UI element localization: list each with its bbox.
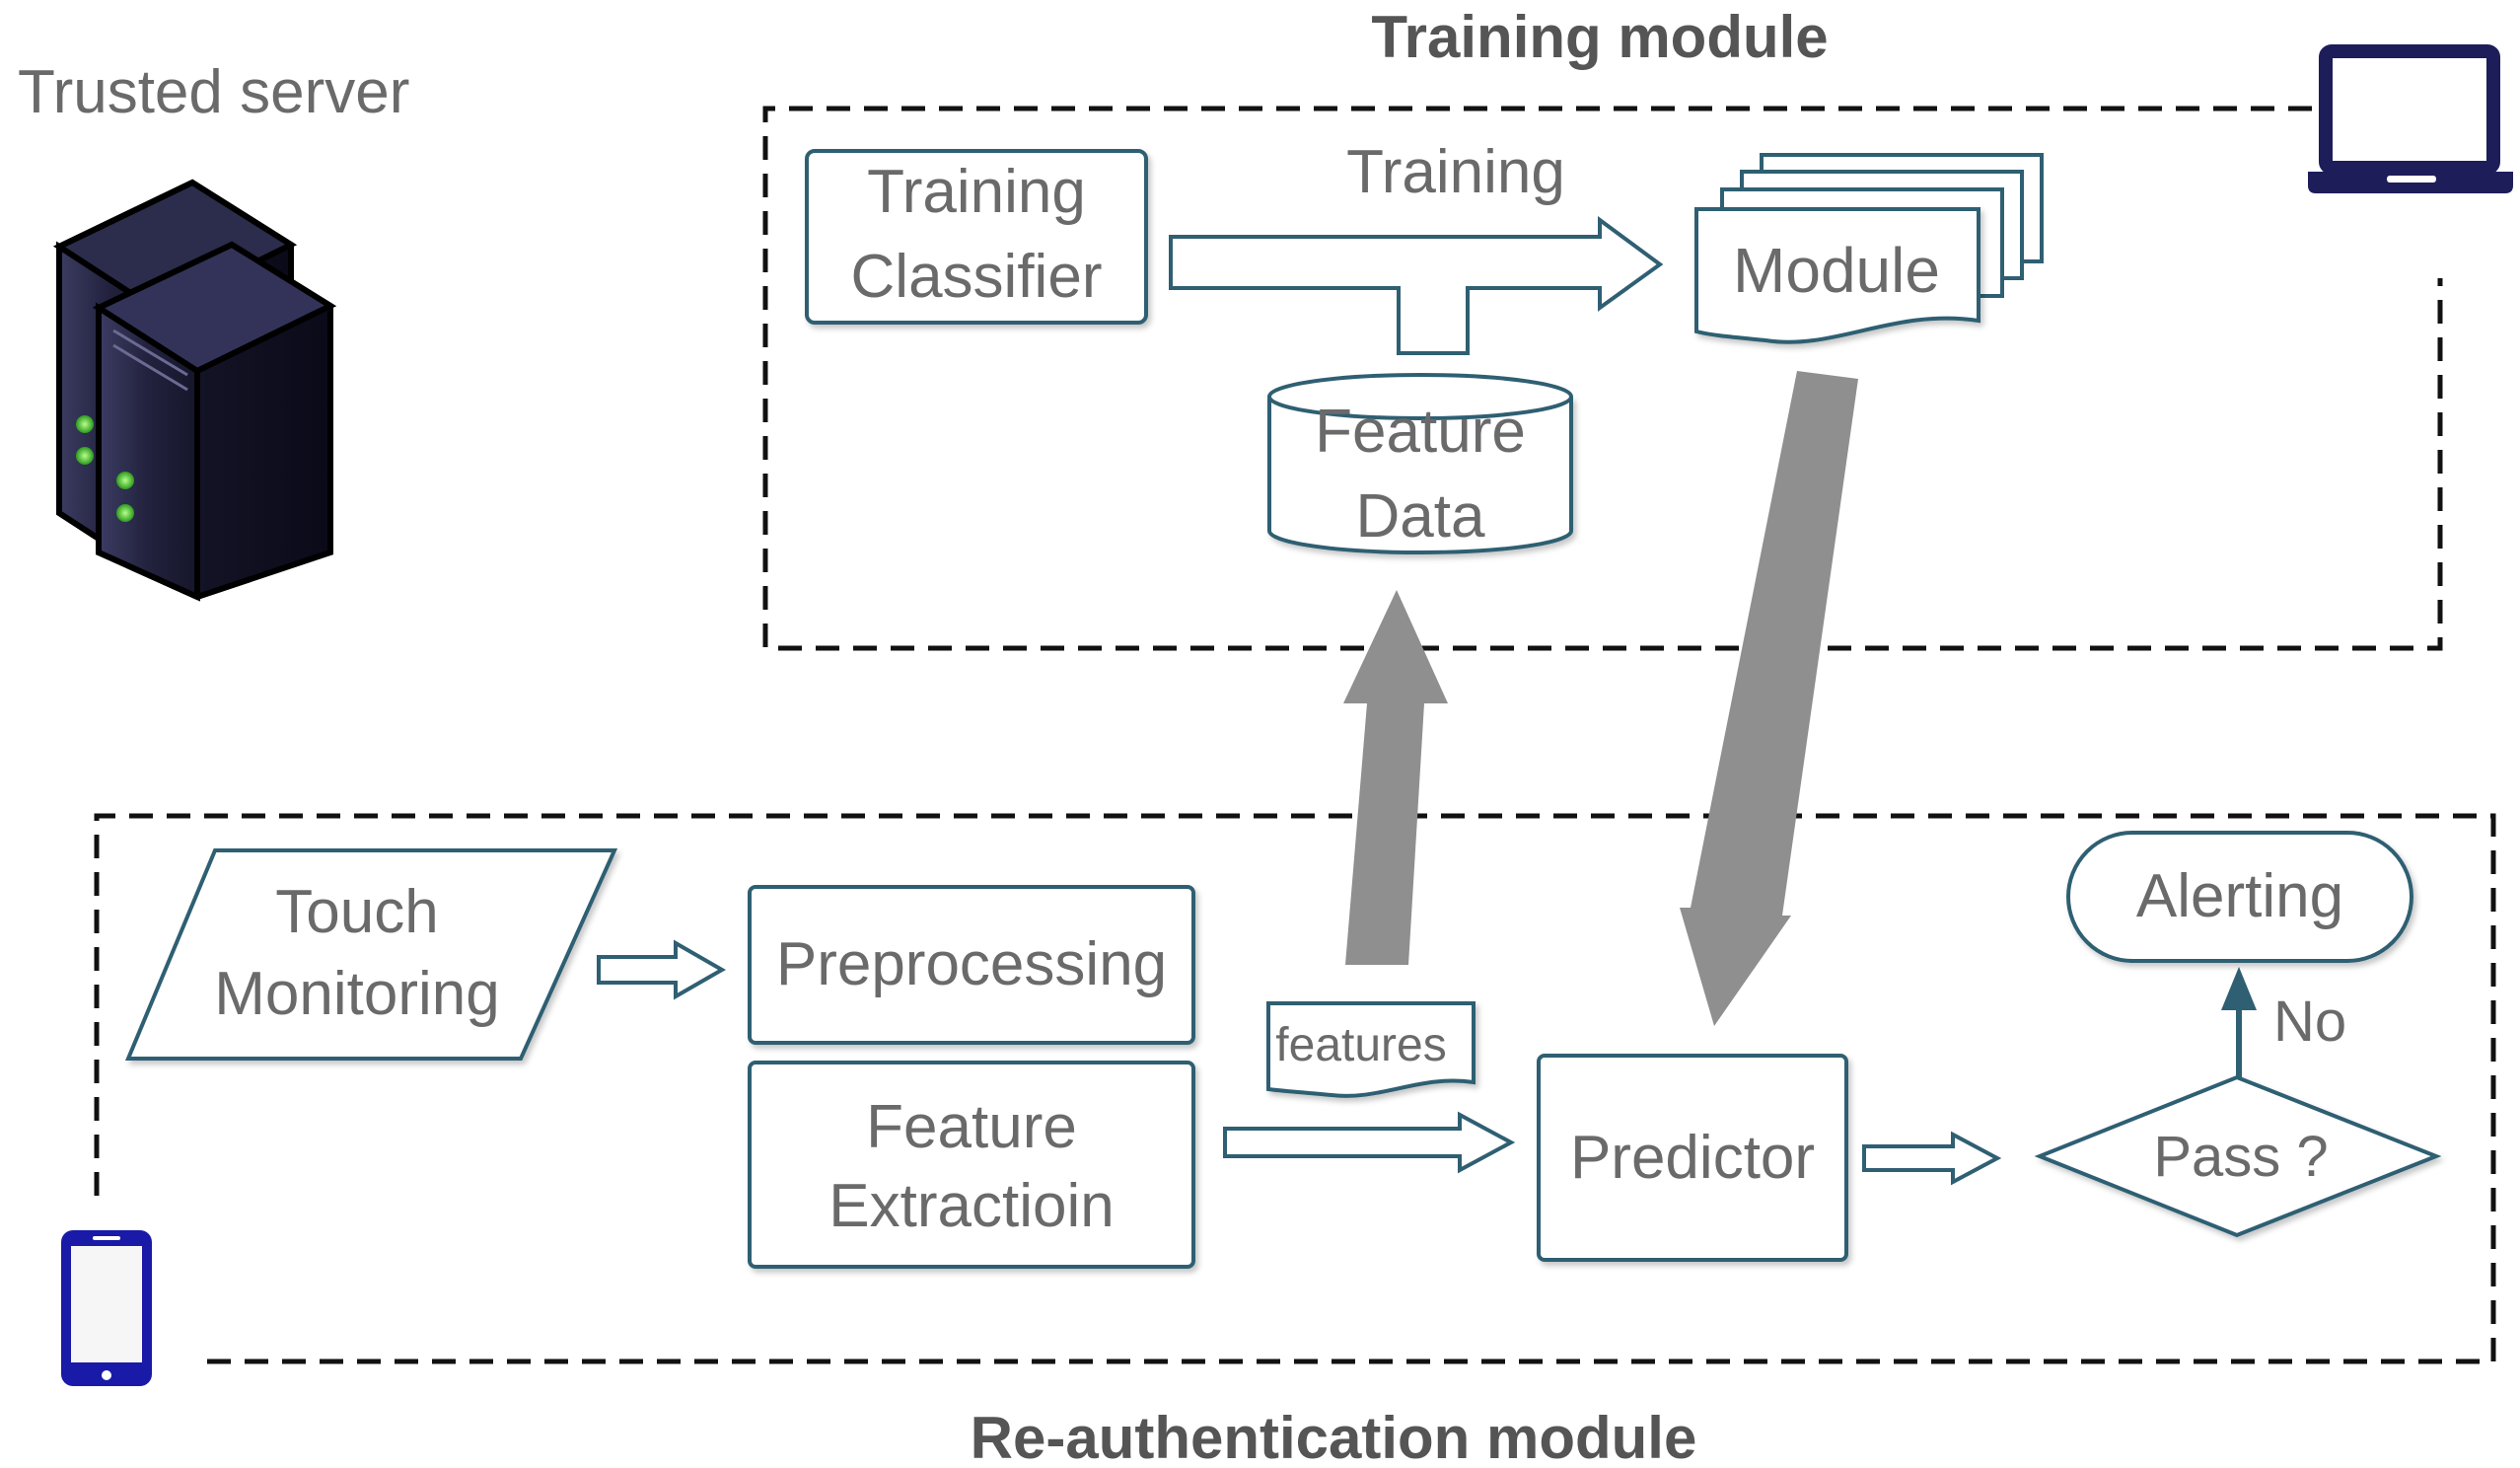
laptop-icon: [2308, 44, 2513, 193]
reauth-module-title: Re-authentication module: [971, 1405, 1697, 1468]
server-icon: [52, 179, 337, 602]
features-to-feature-data-arrow: [1343, 590, 1448, 965]
touch-monitoring-line2: Monitoring: [214, 960, 499, 1028]
feature-data-line2: Data: [1356, 482, 1485, 550]
reauth-module-boundary: [94, 813, 2496, 1364]
feature-extraction-box: Feature Extractioin: [748, 1061, 1195, 1269]
training-classifier-line2: Classifier: [851, 243, 1103, 311]
trusted-server-label: Trusted server: [18, 58, 409, 126]
feature-extraction-line1: Feature: [866, 1093, 1077, 1161]
training-arrow: [1169, 216, 1664, 355]
module-label: Module: [1733, 235, 1940, 306]
touch-to-preprocessing-arrow: [597, 939, 727, 1000]
alerting-box: Alerting: [2066, 831, 2413, 963]
training-module-boundary: [762, 106, 2443, 651]
module-document-stack: Module: [1694, 153, 2044, 344]
extraction-to-predictor-arrow: [1223, 1111, 1516, 1174]
feature-data-line1: Feature: [1315, 398, 1526, 466]
no-label: No: [2273, 990, 2346, 1054]
smartphone-icon: [61, 1230, 152, 1386]
module-to-predictor-arrow: [1680, 371, 1858, 1026]
features-document: features: [1266, 1001, 1476, 1098]
touch-monitoring-input: Touch Monitoring: [124, 848, 618, 1061]
predictor-to-pass-arrow: [1862, 1131, 2002, 1186]
pass-label: Pass ?: [2153, 1125, 2328, 1189]
alerting-label: Alerting: [2136, 862, 2343, 930]
training-classifier-box: Training Classifier: [805, 149, 1148, 325]
preprocessing-label: Preprocessing: [776, 930, 1167, 998]
predictor-box: Predictor: [1537, 1054, 1848, 1262]
feature-extraction-line2: Extractioin: [828, 1172, 1114, 1240]
pass-decision: Pass ?: [2034, 1074, 2442, 1238]
predictor-label: Predictor: [1570, 1124, 1815, 1192]
training-module-title: Training module: [1371, 4, 1828, 70]
preprocessing-box: Preprocessing: [748, 885, 1195, 1045]
pass-to-alerting-arrow: [2221, 967, 2257, 1077]
feature-data-cylinder: Feature Data: [1267, 373, 1573, 554]
training-arrow-label: Training: [1346, 138, 1565, 206]
touch-monitoring-line1: Touch: [275, 878, 438, 946]
training-classifier-line1: Training: [867, 158, 1086, 226]
features-label: features: [1275, 1019, 1446, 1071]
